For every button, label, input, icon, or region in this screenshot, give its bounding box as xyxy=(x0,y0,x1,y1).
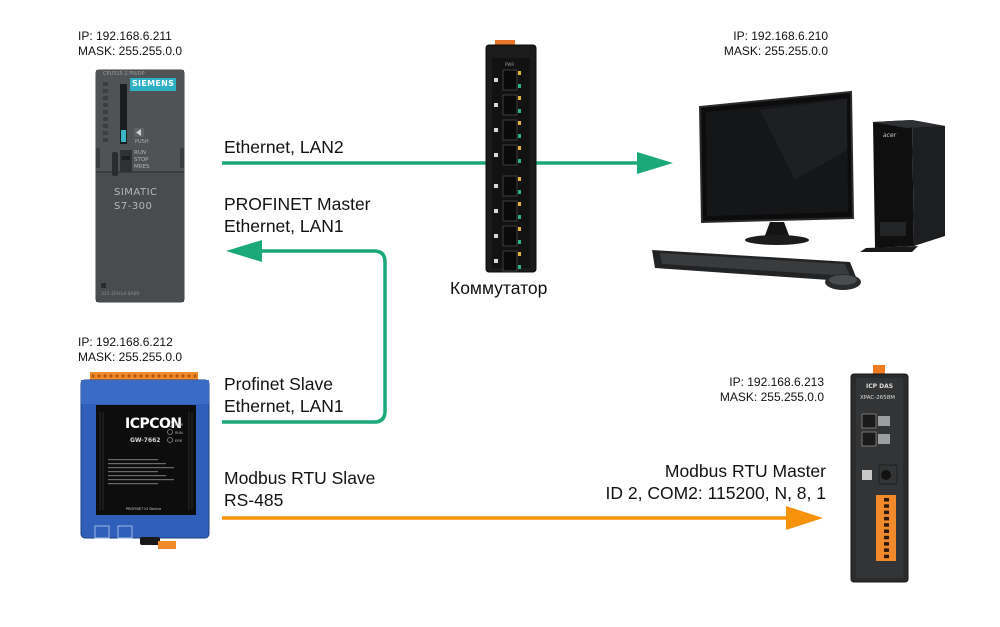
modbus-master-label: Modbus RTU Master ID 2, COM2: 115200, N,… xyxy=(605,461,826,503)
plc-brand-label: SIEMENS xyxy=(132,79,175,88)
plc-push-label: PUSH xyxy=(135,139,149,145)
pc-brand-label: acer xyxy=(883,132,897,139)
gateway-footer-label: PROFINET IO Device xyxy=(126,507,162,511)
pc-ip: IP: 192.168.6.210 xyxy=(733,29,828,43)
profinet-arrowhead xyxy=(226,240,262,262)
gateway-mask: MASK: 255.255.0.0 xyxy=(78,350,183,364)
gateway-model-label: GW-7662 xyxy=(130,437,161,444)
profinet-master-label: PROFINET Master Ethernet, LAN1 xyxy=(224,194,371,236)
plc-cpu-label: CPU315-2 PN/DP xyxy=(103,71,145,77)
lan2-label: Ethernet, LAN2 xyxy=(224,137,344,157)
plc-network-info: IP: 192.168.6.211 MASK: 255.255.0.0 xyxy=(78,29,182,59)
gateway-network-info: IP: 192.168.6.212 MASK: 255.255.0.0 xyxy=(78,335,182,365)
controller-mask: MASK: 255.255.0.0 xyxy=(719,390,824,404)
controller-network-info: IP: 192.168.6.213 MASK: 255.255.0.0 xyxy=(696,375,824,405)
gateway-brand-logo: ICPCON xyxy=(125,416,182,432)
lan2-arrowhead xyxy=(637,152,673,174)
modbus-arrowhead xyxy=(786,506,823,530)
switch-caption: Коммутатор xyxy=(450,278,548,298)
gateway-ip: IP: 192.168.6.212 xyxy=(78,335,173,349)
gateway-led-labels: PWR RUN ERR xyxy=(175,423,184,443)
controller-brand-label: ICP DAS xyxy=(866,383,894,390)
plc-model-label: SIMATIC S7-300 xyxy=(114,187,158,212)
pc-mask: MASK: 255.255.0.0 xyxy=(723,44,828,58)
plc-mask: MASK: 255.255.0.0 xyxy=(78,44,183,58)
modbus-slave-label: Modbus RTU Slave RS-485 xyxy=(224,468,376,510)
controller-model-label: XPAC-2658M xyxy=(860,395,895,401)
controller-ip: IP: 192.168.6.213 xyxy=(729,375,824,389)
switch-pwr-label: PWR xyxy=(505,62,515,67)
plc-order-number: 315-2EH14-0AB0 xyxy=(101,292,140,297)
profinet-path xyxy=(222,249,387,424)
pc-network-info: IP: 192.168.6.210 MASK: 255.255.0.0 xyxy=(700,29,828,59)
plc-switch-labels: RUN STOP MRES xyxy=(134,150,150,170)
profinet-slave-label: Profinet Slave Ethernet, LAN1 xyxy=(224,374,344,416)
plc-ip: IP: 192.168.6.211 xyxy=(78,29,172,43)
